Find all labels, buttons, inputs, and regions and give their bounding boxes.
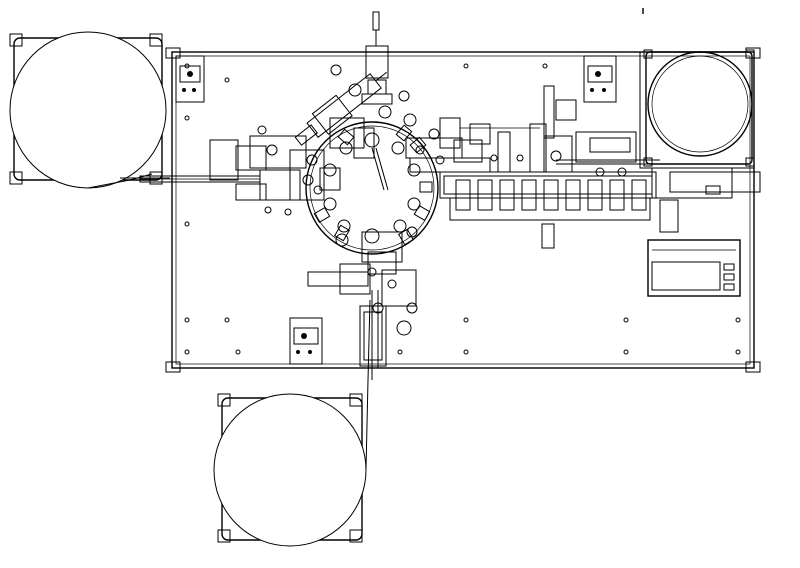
top-pusher (361, 11, 393, 105)
linear-feeder-track (439, 85, 761, 249)
mounting-holes (184, 63, 741, 355)
feeder-stations (455, 179, 647, 211)
right-top-bracket (583, 55, 617, 103)
bottom-feed (307, 231, 417, 368)
left-feed-rail (139, 125, 341, 216)
center-station (405, 117, 491, 173)
indexing-turntable (305, 64, 445, 336)
control-display-panel (647, 239, 741, 297)
turntable-holes (306, 64, 445, 336)
right-reel (643, 49, 755, 167)
diagonal-arm (294, 71, 389, 191)
left-top-bracket (175, 55, 205, 103)
bottom-bracket (289, 317, 323, 365)
bottom-reel (213, 299, 373, 547)
left-reel (9, 31, 170, 189)
